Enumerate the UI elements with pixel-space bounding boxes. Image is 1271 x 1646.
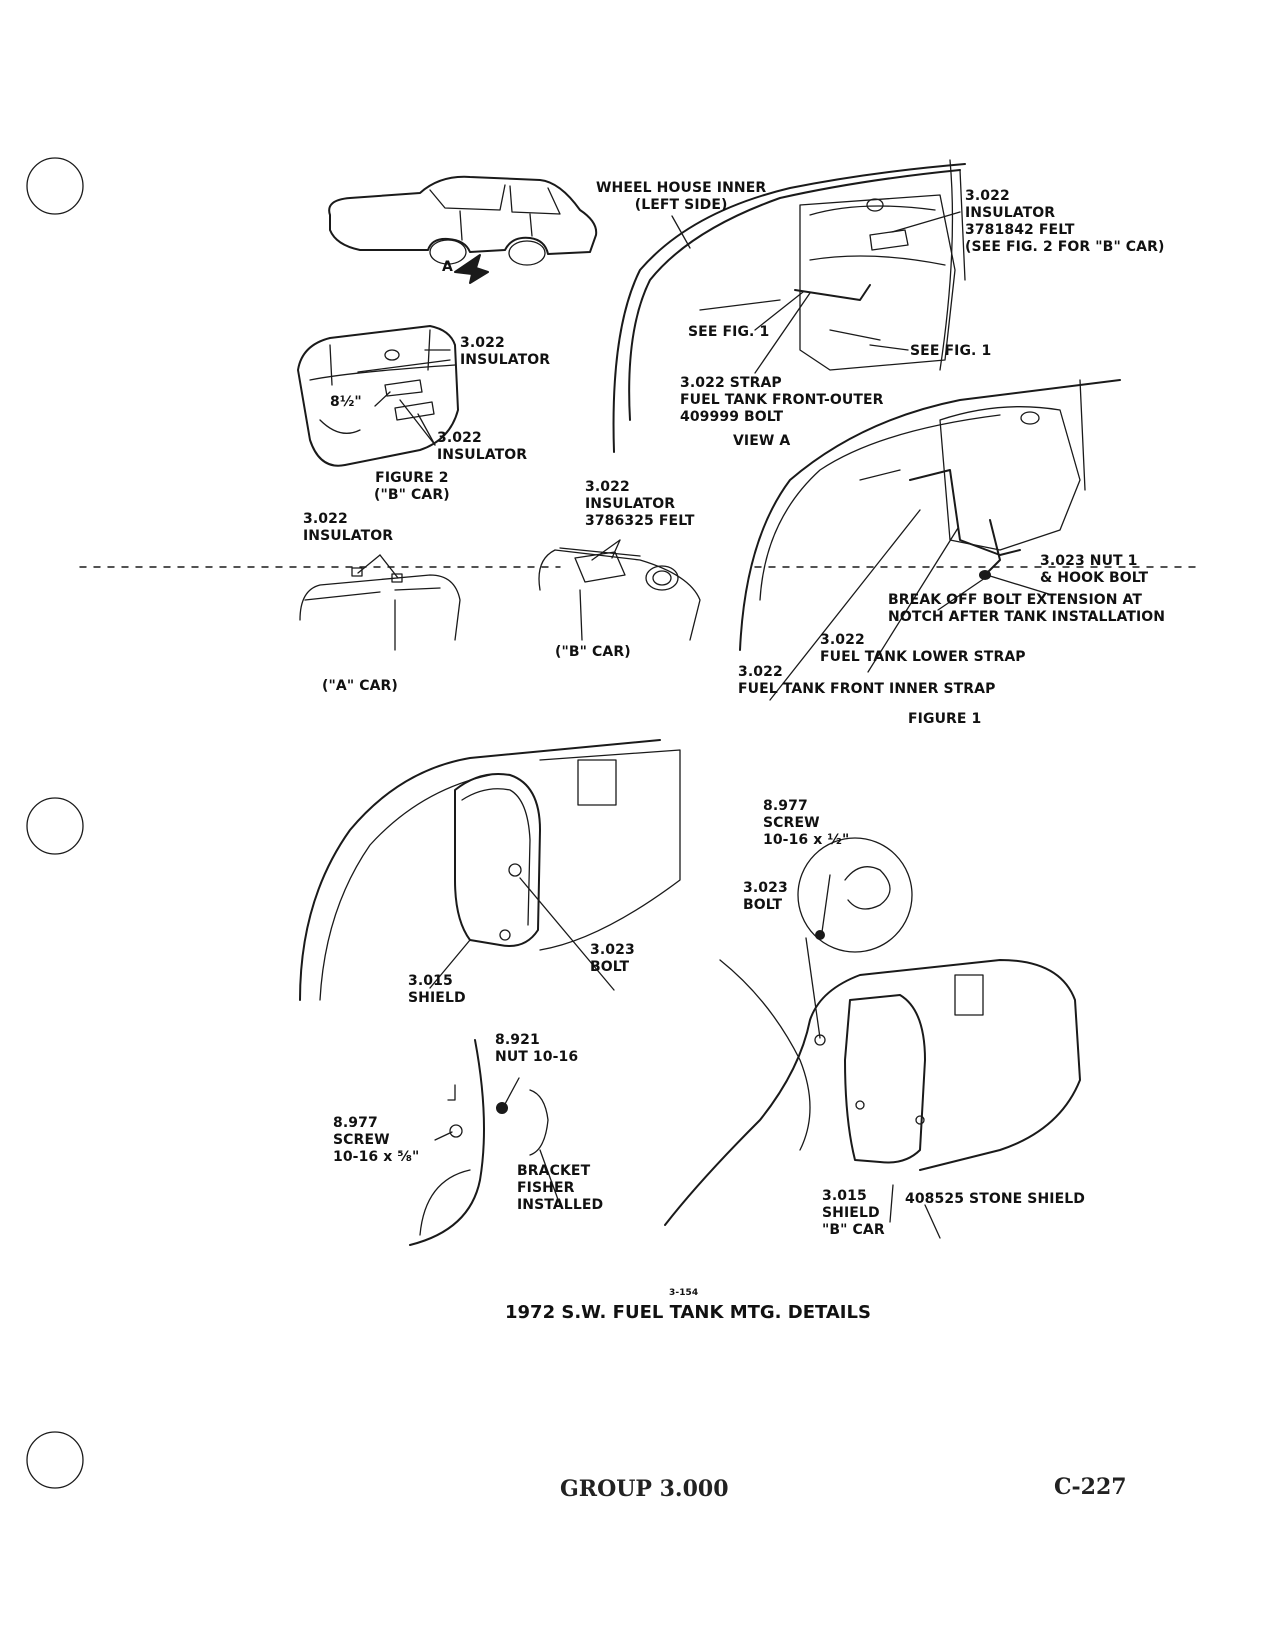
front-inner-strap-label: 3.022 FUEL TANK FRONT INNER STRAP: [738, 664, 996, 697]
a-car-insulator-drawing: [299, 567, 461, 651]
bracket-label: BRACKET FISHER INSTALLED: [517, 1163, 604, 1213]
fig2-insulator-top-label: 3.022 INSULATOR: [460, 335, 551, 368]
b-car-insulator-label: 3.022 INSULATOR 3786325 FELT: [585, 479, 695, 529]
station-wagon-overview: [328, 175, 598, 284]
b-car-insulator-drawing: [538, 547, 701, 641]
fig2-dimension-label: 8½": [330, 394, 362, 410]
lower-strap-label: 3.022 FUEL TANK LOWER STRAP: [820, 632, 1026, 665]
stone-shield-label: 408525 STONE SHIELD: [905, 1191, 1086, 1207]
b-car-caption: ("B" CAR): [555, 644, 631, 660]
figure-caption-small: 3-154: [669, 1288, 699, 1298]
nut-1016-label: 8.921 NUT 10-16: [495, 1032, 579, 1065]
break-off-note-label: BREAK OFF BOLT EXTENSION AT NOTCH AFTER …: [888, 592, 1166, 625]
leader-lines: [357, 211, 1053, 1239]
figure1-caption: FIGURE 1: [908, 711, 982, 727]
binder-hole-top: [26, 157, 84, 215]
wheel-house-label: WHEEL HOUSE INNER (LEFT SIDE): [596, 180, 767, 213]
view-a-marker-label: A: [442, 259, 453, 275]
screw-58-label: 8.977 SCREW 10-16 x ⅝": [333, 1115, 420, 1165]
bracket-detail-drawing: [409, 1039, 549, 1246]
fig2-insulator-bottom-label: 3.022 INSULATOR: [437, 430, 528, 463]
nut-hook-bolt-label: 3.023 NUT 1 & HOOK BOLT: [1040, 553, 1149, 586]
b-car-shield-drawing: [664, 837, 1081, 1226]
shield-left-label: 3.015 SHIELD: [408, 973, 466, 1006]
bolt-right-label: 3.023 BOLT: [743, 880, 788, 913]
figure-title: 1972 S.W. FUEL TANK MTG. DETAILS: [505, 1302, 871, 1323]
screw-half-label: 8.977 SCREW 10-16 x ½": [763, 798, 850, 848]
a-car-caption: ("A" CAR): [322, 678, 398, 694]
binder-hole-bottom: [26, 1431, 84, 1489]
see-fig1-left-label: SEE FIG. 1: [688, 324, 770, 340]
strap-front-outer-label: 3.022 STRAP FUEL TANK FRONT-OUTER 409999…: [680, 375, 884, 425]
insulator-top-label: 3.022 INSULATOR 3781842 FELT (SEE FIG. 2…: [965, 188, 1165, 255]
footer-group: GROUP 3.000: [560, 1476, 729, 1502]
lower-left-shield-drawing: [299, 739, 681, 1001]
view-a-tank-drawing: [612, 159, 966, 453]
bolt-left-label: 3.023 BOLT: [590, 942, 635, 975]
footer-page-number: C-227: [1054, 1474, 1127, 1500]
view-a-label: VIEW A: [733, 433, 791, 449]
a-car-insulator-label: 3.022 INSULATOR: [303, 511, 394, 544]
shield-b-car-label: 3.015 SHIELD "B" CAR: [822, 1188, 885, 1238]
figure2-caption: FIGURE 2 ("B" CAR): [374, 470, 450, 503]
binder-hole-middle: [26, 797, 84, 855]
binder-holes: [26, 157, 84, 1489]
figure-1-tank-drawing: [739, 379, 1121, 651]
see-fig1-right-label: SEE FIG. 1: [910, 343, 992, 359]
